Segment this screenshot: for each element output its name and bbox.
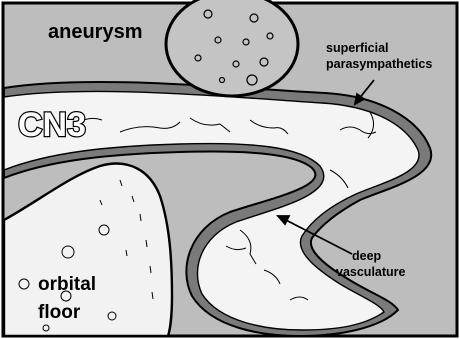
label-cn3: CN3 (18, 106, 86, 144)
label-superficial-line1: superficial (326, 41, 389, 55)
label-orbital-line1: orbital (38, 274, 96, 295)
label-aneurysm: aneurysm (48, 21, 143, 43)
aneurysm (166, 0, 298, 96)
label-orbital-line2: floor (38, 302, 81, 323)
label-deep-line1: deep (352, 249, 382, 263)
label-deep-line2: vasculature (336, 265, 406, 279)
label-superficial-line2: parasympathetics (326, 57, 432, 71)
